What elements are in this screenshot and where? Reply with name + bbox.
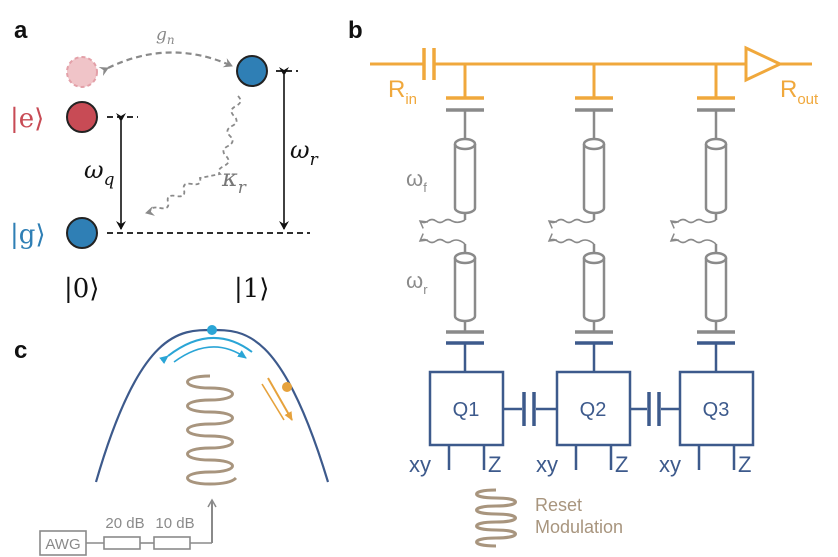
panel-b: b Rin Rout [348, 17, 819, 548]
r-in-label: Rin [388, 76, 417, 108]
control-lines [447, 445, 736, 470]
filter-resonator-bottom [453, 207, 477, 215]
blue-arc-arrow-outer [159, 337, 253, 365]
filter-decay-arrow-bottom [669, 233, 717, 245]
panel-label-b: b [348, 17, 363, 44]
z-label-3: Z [738, 452, 751, 477]
kappa-decay-arrow [145, 95, 242, 216]
qubit-box-1 [428, 370, 505, 447]
reset-label-line1: Reset [535, 495, 582, 515]
readout-resonator-top [704, 251, 728, 265]
reset-modulation-icon [475, 488, 517, 548]
filter-resonator-bottom [582, 207, 606, 215]
xy-label-1: xy [409, 452, 431, 477]
filter-decay-arrow-bottom [547, 233, 595, 245]
coupling-arrow [98, 51, 233, 76]
readout-channel-1 [418, 64, 484, 372]
excited-state-label: |e⟩ [10, 104, 44, 134]
resonator-1-label: |1⟩ [234, 274, 269, 304]
panel-a: a gn ωq ωr κr |e⟩ |g⟩ |0⟩ |1⟩ [10, 17, 319, 304]
excited-state-circle [66, 101, 98, 133]
filter-decay-arrow-top [547, 218, 595, 229]
xy-label-3: xy [659, 452, 681, 477]
coupling-label: gn [156, 25, 175, 47]
ground-state-circle [66, 217, 98, 249]
panel-c: c AWG 20 dB 10 dB [14, 325, 330, 556]
z-label-1: Z [488, 452, 501, 477]
attenuator-2-label: 10 dB [155, 515, 194, 532]
omega-f-label: ωf [406, 166, 427, 195]
resonator-photon-circle [236, 55, 268, 87]
readout-resonator-top [453, 251, 477, 265]
omega-r-filter-label: ωr [406, 268, 428, 297]
z-label-2: Z [615, 452, 628, 477]
attenuator-2 [153, 536, 191, 550]
readout-resonator-top [582, 251, 606, 265]
attenuator-1-label: 20 dB [105, 515, 144, 532]
orange-state-dot [282, 382, 292, 392]
kappa-r-label: κr [221, 164, 247, 198]
ground-state-label: |g⟩ [10, 220, 46, 250]
filter-decay-arrow-top [418, 218, 466, 229]
panel-label-a: a [14, 17, 28, 44]
awg-label: AWG [45, 536, 80, 553]
filter-resonator-top [453, 137, 477, 151]
filter-decay-arrow-bottom [418, 233, 466, 245]
filter-resonator-bottom [704, 207, 728, 215]
orange-arrow-inner [261, 383, 285, 421]
filter-resonator-top [704, 137, 728, 151]
orange-arrow-outer [267, 377, 293, 421]
reset-label-line2: Modulation [535, 517, 623, 537]
panel-label-c: c [14, 337, 27, 364]
readout-channel-2 [547, 64, 613, 372]
omega-r-label: ωr [290, 136, 319, 170]
qubit-label-2: Q2 [580, 399, 607, 421]
omega-q-label: ωq [84, 156, 115, 190]
resonator-0-label: |0⟩ [64, 274, 99, 304]
readout-channel-3 [669, 64, 735, 372]
xy-label-2: xy [536, 452, 558, 477]
readout-resonator-bottom [704, 315, 728, 323]
drive-spring [186, 374, 238, 486]
blue-state-dot [207, 325, 217, 335]
r-out-label: Rout [780, 76, 819, 108]
qubit-box-3 [678, 370, 755, 447]
filter-decay-arrow-top [669, 218, 717, 229]
filter-resonator-top [582, 137, 606, 151]
readout-resonator-bottom [582, 315, 606, 323]
amplifier-triangle [744, 45, 784, 83]
ghost-state-circle [66, 56, 98, 88]
attenuator-1 [103, 536, 141, 550]
blue-arc-arrow-inner [173, 346, 247, 363]
qubit-label-3: Q3 [703, 399, 730, 421]
readout-resonator-bottom [453, 315, 477, 323]
qubit-label-1: Q1 [453, 399, 480, 421]
